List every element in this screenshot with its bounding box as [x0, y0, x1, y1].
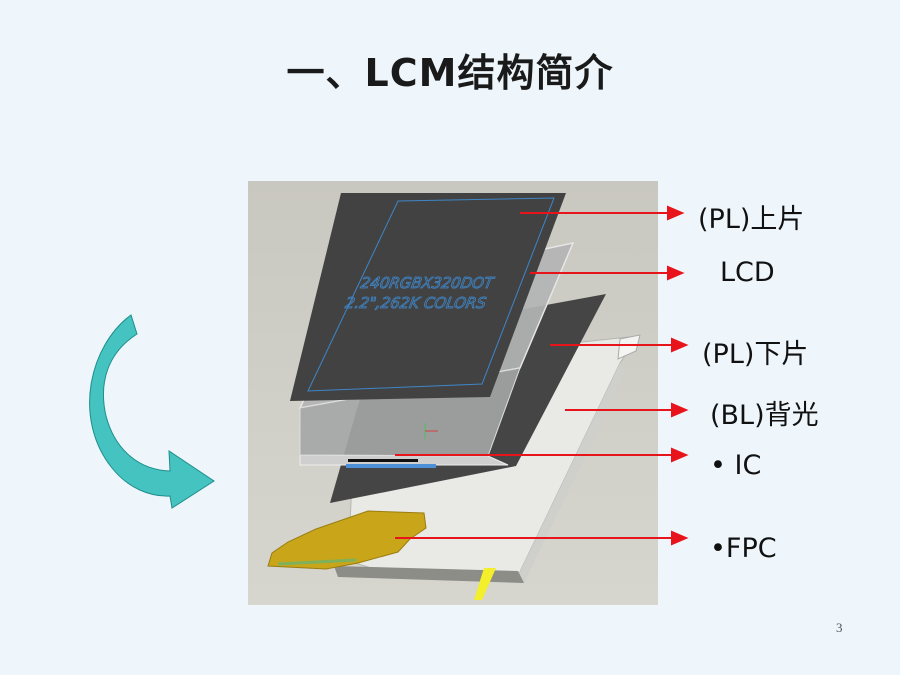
slide-title: 一、LCM结构简介	[286, 51, 614, 95]
callout-label-backlight: (BL)背光	[710, 400, 819, 431]
page-number: 3	[836, 620, 843, 635]
callout-label-bottom-polarizer: (PL)下片	[702, 339, 809, 370]
top-polarizer-layer: 240RGBX320DOT 2.2",262K COLORS	[290, 193, 566, 401]
lcm-exploded-view-image: 240RGBX320DOT 2.2",262K COLORS	[248, 181, 658, 605]
callout-label-fpc: •FPC	[710, 533, 777, 564]
fpc-layer	[267, 510, 496, 600]
screen-spec-line2: 2.2",262K COLORS	[344, 294, 488, 312]
curved-arrow-icon	[89, 314, 215, 509]
callout-label-ic: • IC	[710, 450, 762, 481]
screen-spec-line1: 240RGBX320DOT	[359, 274, 496, 292]
fpc-tab	[474, 568, 496, 600]
callout-label-lcd: LCD	[720, 257, 775, 288]
callout-label-top-polarizer: (PL)上片	[698, 204, 805, 235]
